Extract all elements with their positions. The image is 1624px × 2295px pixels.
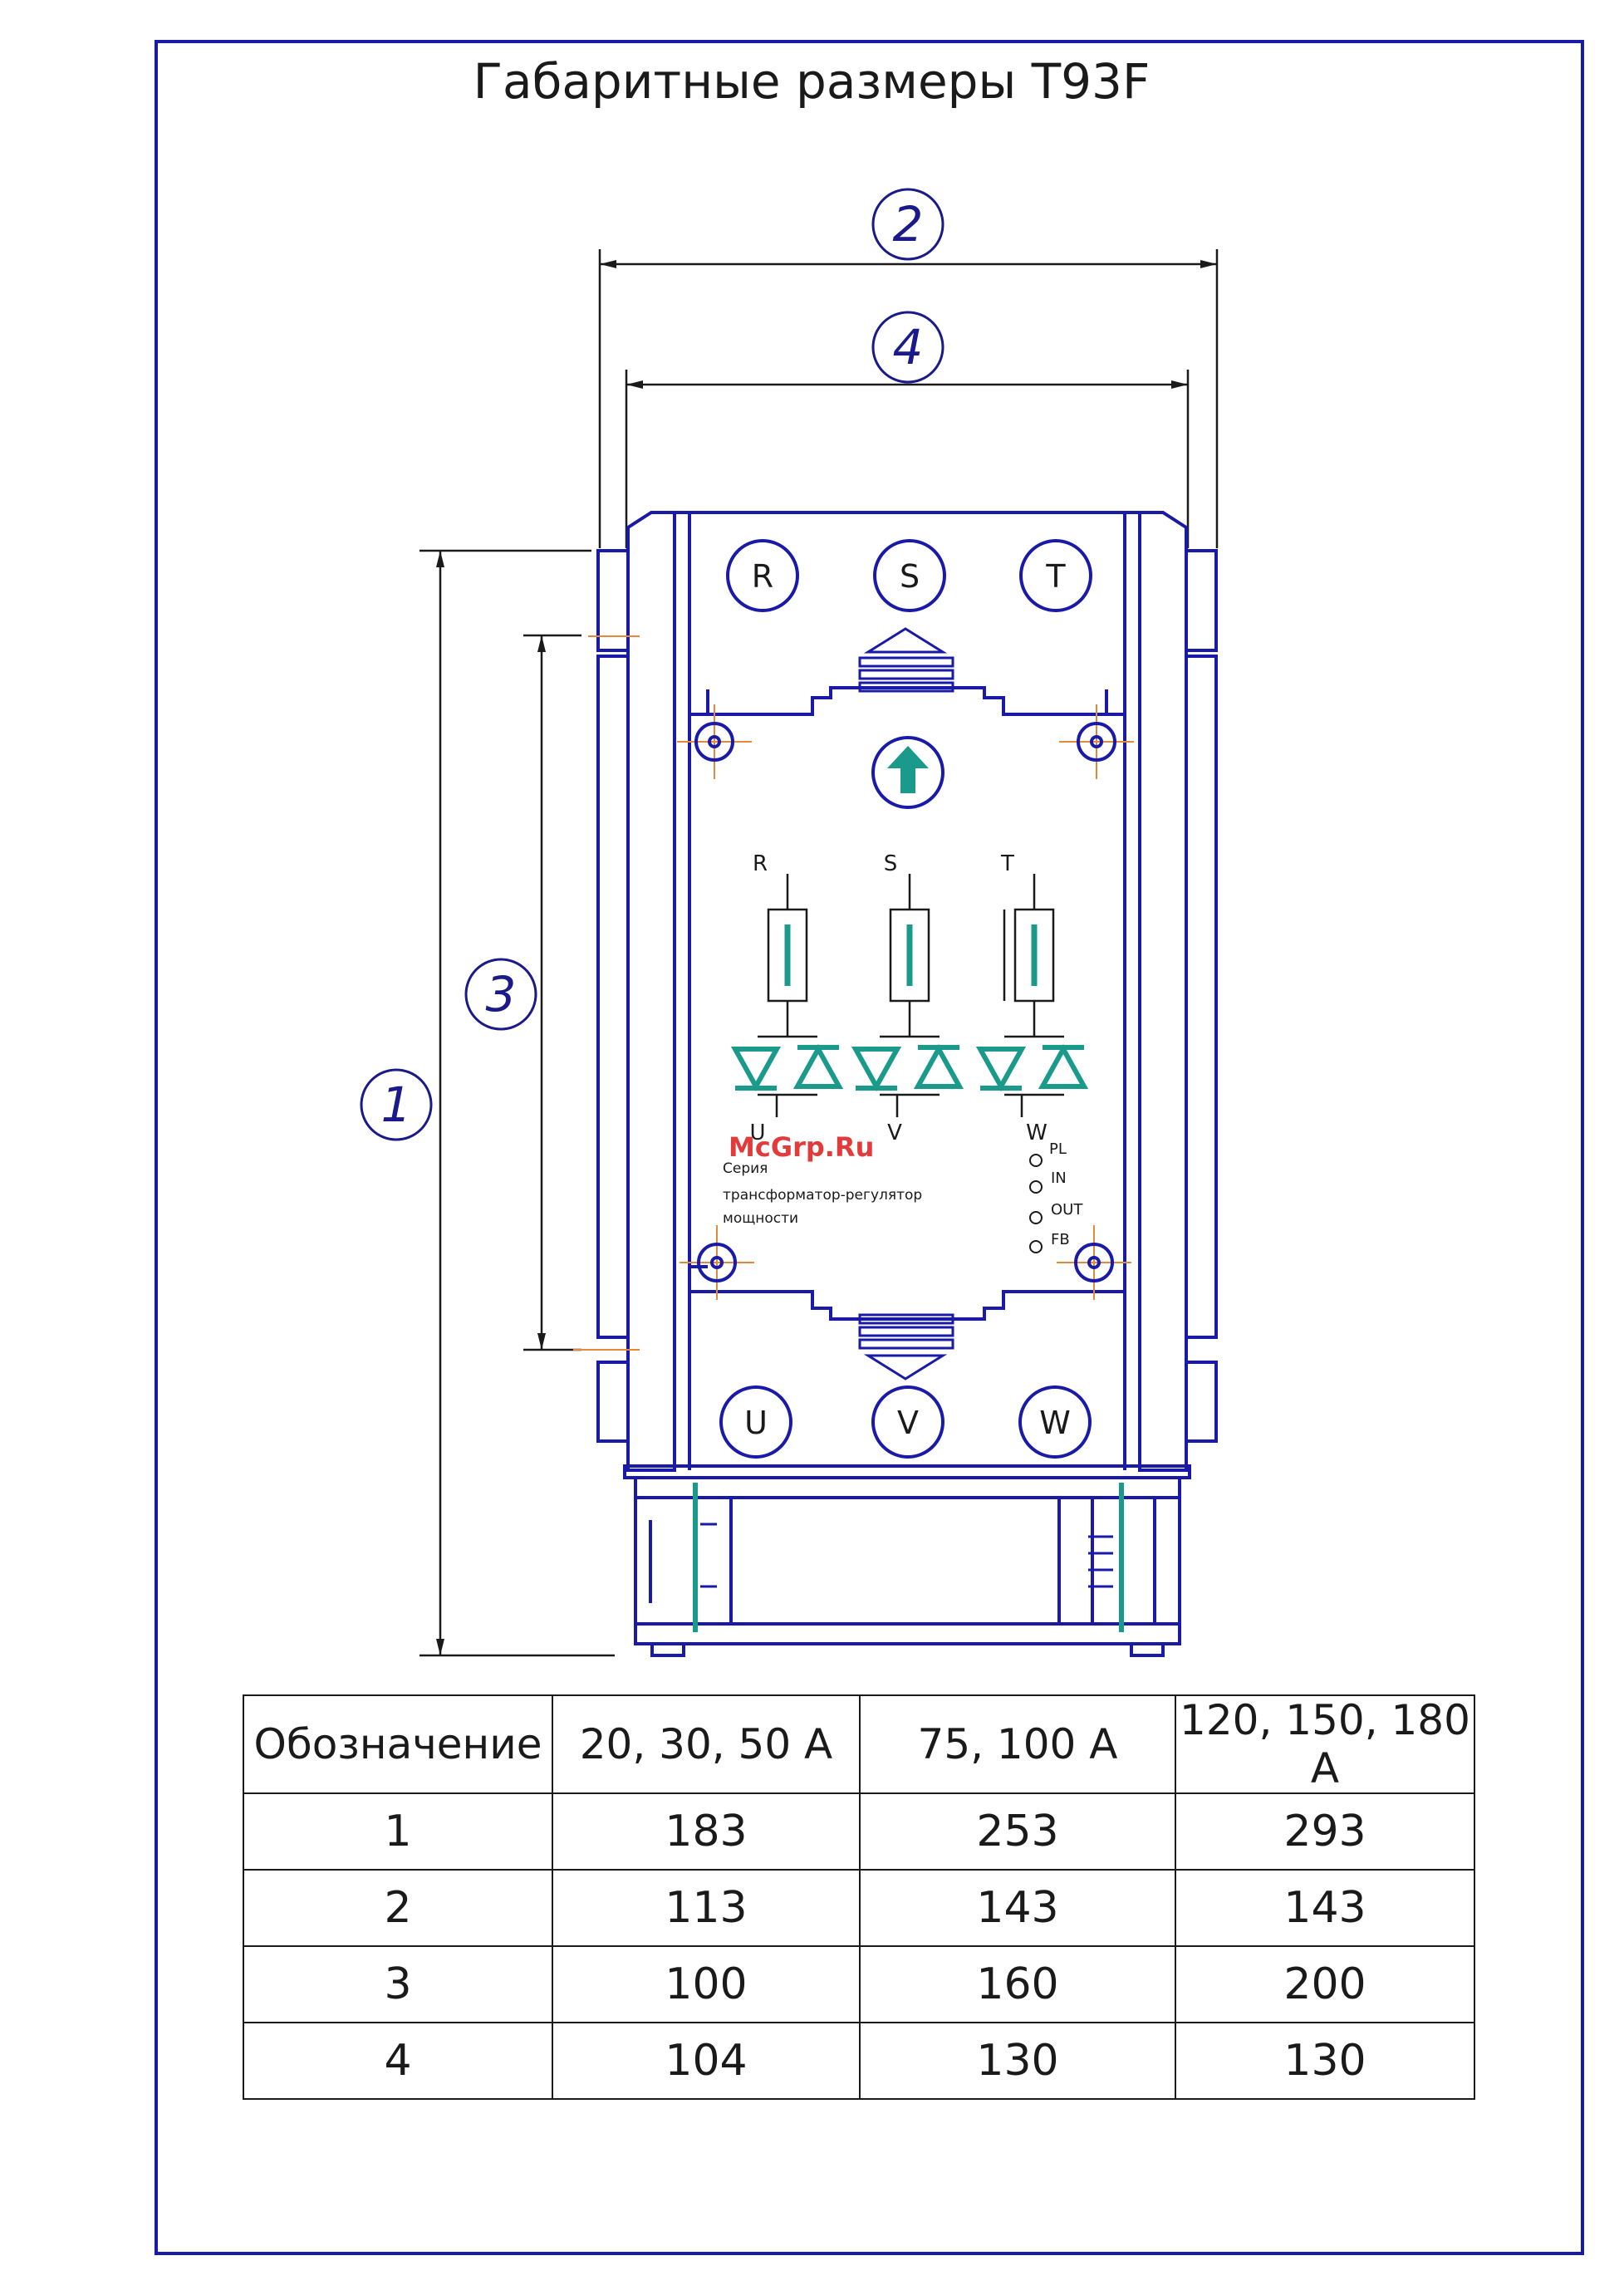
table-header-cell: Обозначение [243, 1695, 552, 1793]
dimension-4 [626, 370, 1188, 548]
table-cell: 4 [243, 2023, 552, 2099]
table-cell: 143 [860, 1870, 1175, 1946]
dimension-1-label: 1 [381, 1076, 412, 1133]
led-label-fb: FB [1051, 1231, 1070, 1248]
panel-text-line-1: Серия [723, 1160, 768, 1177]
table-row: 4 104 130 130 [243, 2023, 1474, 2099]
airflow-bottom-icon [860, 1315, 953, 1379]
status-leds [1030, 1155, 1042, 1253]
table-cell: 293 [1175, 1793, 1474, 1870]
led-label-pl: PL [1049, 1140, 1067, 1158]
table-cell: 200 [1175, 1946, 1474, 2023]
table-cell: 160 [860, 1946, 1175, 2023]
base-ticks [700, 1524, 1113, 1586]
phase-label-v: V [887, 1121, 902, 1145]
phase-label-w: W [1026, 1121, 1048, 1145]
table-cell: 3 [243, 1946, 552, 2023]
dimension-2 [600, 249, 1217, 548]
phase-label-r: R [753, 851, 768, 876]
table-cell: 113 [552, 1870, 860, 1946]
phase-label-s: S [884, 851, 898, 876]
panel-text-line-2: трансформатор-регулятор [723, 1187, 922, 1204]
terminal-u: U [744, 1405, 768, 1441]
table-header-cell: 120, 150, 180 A [1175, 1695, 1474, 1793]
terminal-t: T [1045, 558, 1066, 595]
led-label-in: IN [1051, 1170, 1067, 1187]
dimension-1 [419, 551, 615, 1655]
terminal-v: V [897, 1405, 919, 1441]
dimension-3 [523, 635, 581, 1350]
table-cell: 130 [1175, 2023, 1474, 2099]
panel-text-line-3: мощности [723, 1210, 798, 1227]
page-title: Габаритные размеры T93F [473, 53, 1151, 110]
terminal-w: W [1039, 1405, 1071, 1441]
led-label-out: OUT [1051, 1201, 1083, 1219]
table-row: 3 100 160 200 [243, 1946, 1474, 2023]
table-header-row: Обозначение 20, 30, 50 A 75, 100 A 120, … [243, 1695, 1474, 1793]
arrow-up-icon [887, 746, 929, 793]
table-cell: 130 [860, 2023, 1175, 2099]
table-cell: 1 [243, 1793, 552, 1870]
table-header-cell: 75, 100 A [860, 1695, 1175, 1793]
table-cell: 104 [552, 2023, 860, 2099]
dimensions-table: Обозначение 20, 30, 50 A 75, 100 A 120, … [243, 1694, 1475, 2100]
table-cell: 143 [1175, 1870, 1474, 1946]
table-row: 2 113 143 143 [243, 1870, 1474, 1946]
table-cell: 253 [860, 1793, 1175, 1870]
phase-label-t: T [1000, 851, 1014, 876]
dimension-3-label: 3 [486, 966, 517, 1022]
table-row: 1 183 253 293 [243, 1793, 1474, 1870]
table-cell: 2 [243, 1870, 552, 1946]
phase-schematic [735, 874, 1084, 1117]
dimension-2-label: 2 [893, 196, 924, 253]
table-cell: 183 [552, 1793, 860, 1870]
table-cell: 100 [552, 1946, 860, 2023]
terminal-r: R [752, 558, 773, 595]
table-header-cell: 20, 30, 50 A [552, 1695, 860, 1793]
watermark: McGrp.Ru [729, 1131, 874, 1163]
terminal-s: S [900, 558, 920, 595]
airflow-top-icon [860, 629, 953, 691]
mounting-screws [573, 636, 1134, 1350]
dimension-4-label: 4 [893, 319, 924, 375]
